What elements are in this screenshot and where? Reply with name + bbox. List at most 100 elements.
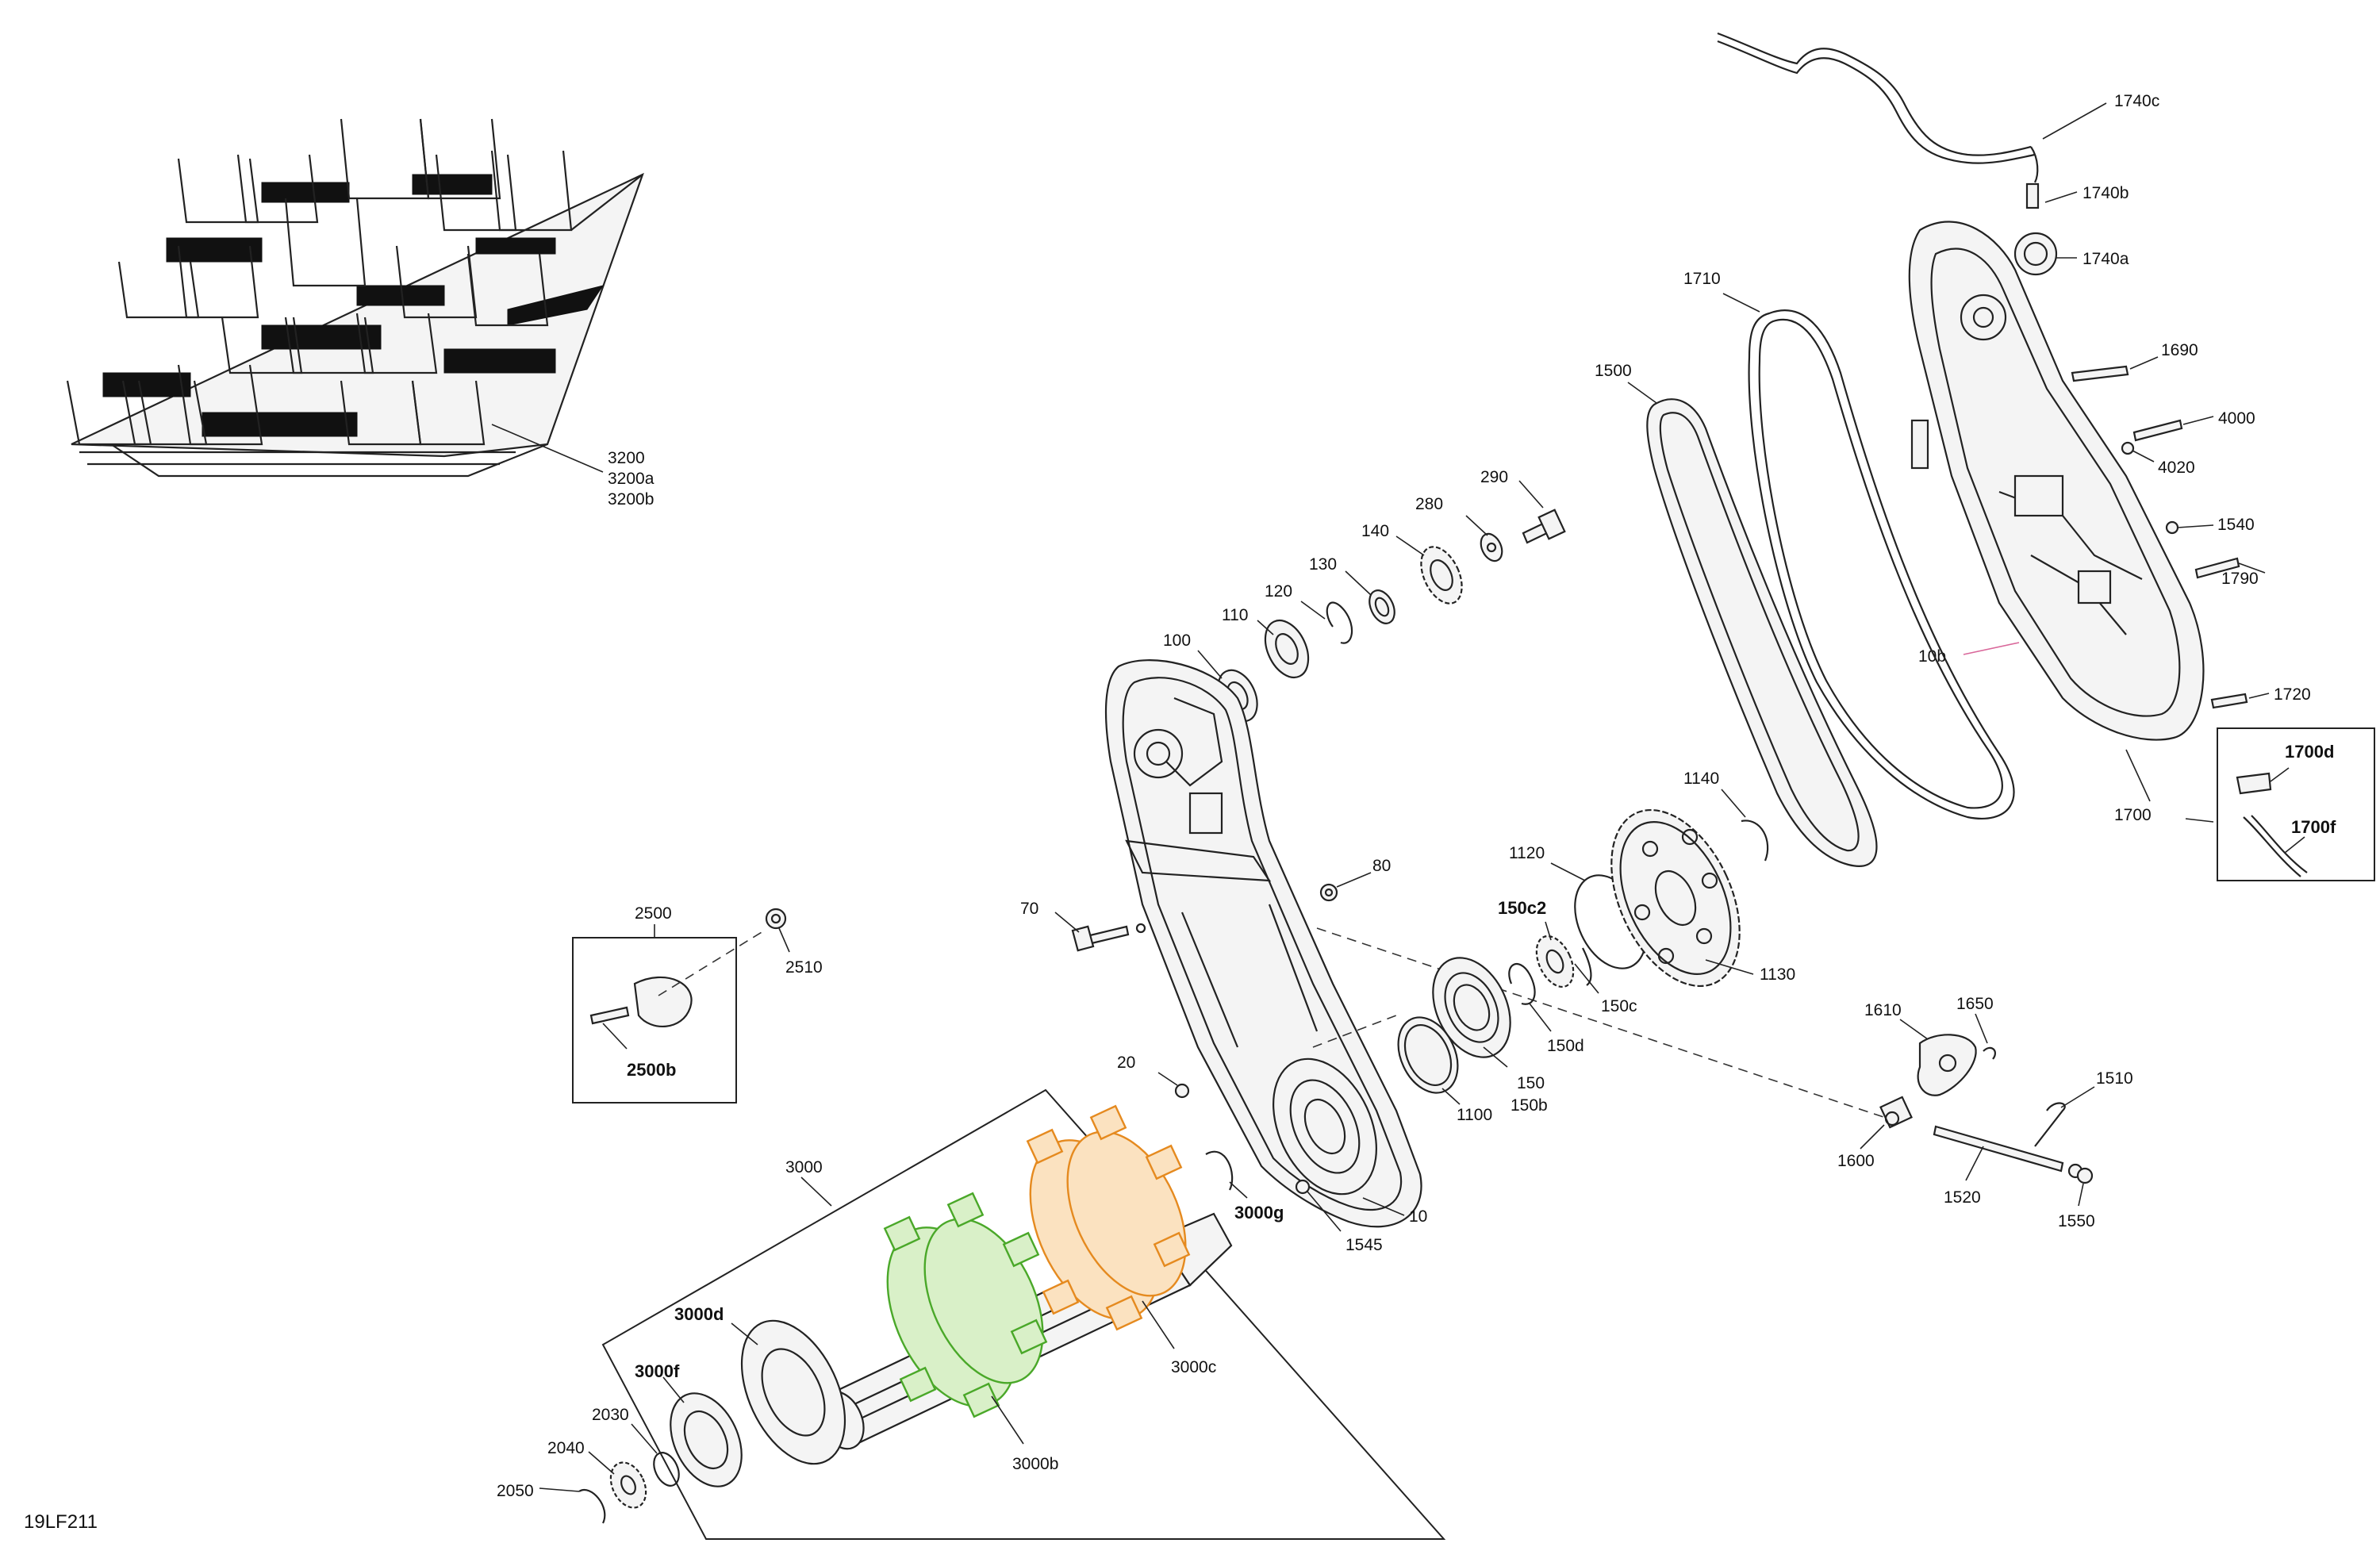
spacer-130 (1368, 589, 1395, 624)
callout-290: 290 (1480, 468, 1508, 486)
ring-2050 (578, 1488, 606, 1524)
sprocket-2040 (609, 1461, 647, 1509)
callout-1500: 1500 (1595, 362, 1632, 380)
callout-1740b: 1740b (2082, 184, 2129, 202)
ring-3000g (1205, 1150, 1234, 1191)
retainer-3000d (740, 1319, 846, 1465)
callout-20: 20 (1117, 1054, 1135, 1072)
callout-3000f: 3000f (635, 1361, 680, 1381)
shaft-1520 (1933, 1125, 2083, 1179)
callout-1700d: 1700d (2285, 742, 2334, 762)
callout-3200: 3200 (608, 449, 645, 467)
callout-3200a: 3200a (608, 470, 654, 488)
callout-1740c: 1740c (2114, 92, 2159, 110)
washer-280 (1480, 532, 1503, 562)
screw-20 (1174, 1083, 1190, 1099)
callout-100: 100 (1163, 631, 1191, 650)
callout-1610: 1610 (1864, 1001, 1902, 1019)
axis-line-lower (1316, 927, 1889, 1119)
sprocket-140 (1420, 546, 1463, 605)
callout-1720: 1720 (2274, 685, 2311, 704)
callout-2030: 2030 (592, 1406, 629, 1424)
callout-110: 110 (1222, 606, 1248, 624)
callout-1140: 1140 (1683, 770, 1719, 788)
gear-150c2 (1535, 935, 1575, 988)
clip-150c (1582, 947, 1592, 986)
outer-chaincase-cover (1908, 221, 2205, 741)
callout-1550: 1550 (2058, 1212, 2095, 1230)
seal-1100 (1397, 1016, 1459, 1094)
callout-10: 10 (1409, 1207, 1427, 1226)
speedometer-cable (1717, 32, 2058, 276)
callout-1120: 1120 (1509, 844, 1545, 862)
bearing-110 (1264, 619, 1310, 679)
callout-1700f: 1700f (2291, 817, 2336, 837)
callout-1690: 1690 (2161, 341, 2198, 359)
callout-2050: 2050 (497, 1482, 534, 1500)
ring-150d (1508, 963, 1536, 1005)
callout-1700: 1700 (2114, 806, 2152, 824)
callout-4020: 4020 (2158, 459, 2195, 477)
callout-3000c: 3000c (1171, 1358, 1216, 1376)
callout-150c2: 150c2 (1498, 898, 1546, 918)
chain-1710 (1748, 309, 2015, 819)
chaincase-housing-10 (1104, 659, 1422, 1228)
pin-1510 (2034, 1102, 2066, 1147)
bolt-290 (1522, 509, 1566, 544)
chain-1500 (1646, 398, 1878, 867)
sprocket-3000c (1026, 1104, 1191, 1331)
callout-2500b: 2500b (627, 1060, 676, 1080)
callout-1100: 1100 (1457, 1106, 1492, 1124)
callout-70: 70 (1020, 900, 1038, 918)
ring-2030 (653, 1452, 680, 1487)
callout-130: 130 (1309, 555, 1337, 574)
callout-2500: 2500 (635, 904, 672, 923)
detail-box-3000 (601, 1088, 1446, 1540)
bearing-3000f (670, 1392, 743, 1487)
callout-280: 280 (1415, 495, 1443, 513)
callout-1710: 1710 (1683, 270, 1721, 288)
nut-80 (1319, 883, 1338, 902)
bolt-70 (1071, 923, 1146, 952)
callout-3000b: 3000b (1012, 1455, 1058, 1473)
clip-1650 (1983, 1046, 1996, 1060)
callout-150d: 150d (1547, 1037, 1584, 1055)
callout-1740a: 1740a (2082, 250, 2129, 268)
callout-3000: 3000 (785, 1158, 823, 1176)
callout-1790: 1790 (2221, 570, 2259, 588)
callout-150c: 150c (1601, 997, 1637, 1015)
callout-1545: 1545 (1345, 1236, 1383, 1254)
callout-3000d: 3000d (674, 1304, 724, 1324)
callout-1510: 1510 (2096, 1069, 2133, 1088)
callout-1600: 1600 (1837, 1152, 1875, 1170)
callout-150b: 150b (1511, 1096, 1548, 1115)
callout-140: 140 (1361, 522, 1389, 540)
roller-1600 (1879, 1096, 1913, 1129)
track-assembly (66, 118, 644, 478)
nut-2510 (765, 908, 787, 930)
ring-1140 (1741, 819, 1769, 862)
callout-150: 150 (1517, 1074, 1545, 1092)
plug-1545 (1295, 1179, 1311, 1195)
callout-3200b: 3200b (608, 490, 654, 509)
callout-2040: 2040 (547, 1439, 585, 1457)
callout-1520: 1520 (1944, 1188, 1981, 1207)
diagram-reference-id: 19LF211 (24, 1511, 98, 1533)
washer-1550 (2076, 1167, 2094, 1184)
callout-120: 120 (1265, 582, 1292, 601)
callout-4000: 4000 (2218, 409, 2255, 428)
callout-1650: 1650 (1956, 995, 1994, 1013)
callout-3000g: 3000g (1234, 1203, 1284, 1223)
gear-1130 (1610, 808, 1741, 988)
retaining-ring-120 (1326, 601, 1353, 644)
callout-1540: 1540 (2217, 516, 2255, 534)
cover-bolts (2071, 365, 2248, 709)
detail-box-1700 (2217, 727, 2375, 881)
callout-1130: 1130 (1760, 965, 1795, 984)
callout-80: 80 (1372, 857, 1391, 875)
callout-10b: 10b (1918, 647, 1946, 666)
tensioner-1610 (1917, 1034, 1977, 1096)
callout-2510: 2510 (785, 958, 823, 977)
reference-line-10b (1963, 642, 2020, 655)
